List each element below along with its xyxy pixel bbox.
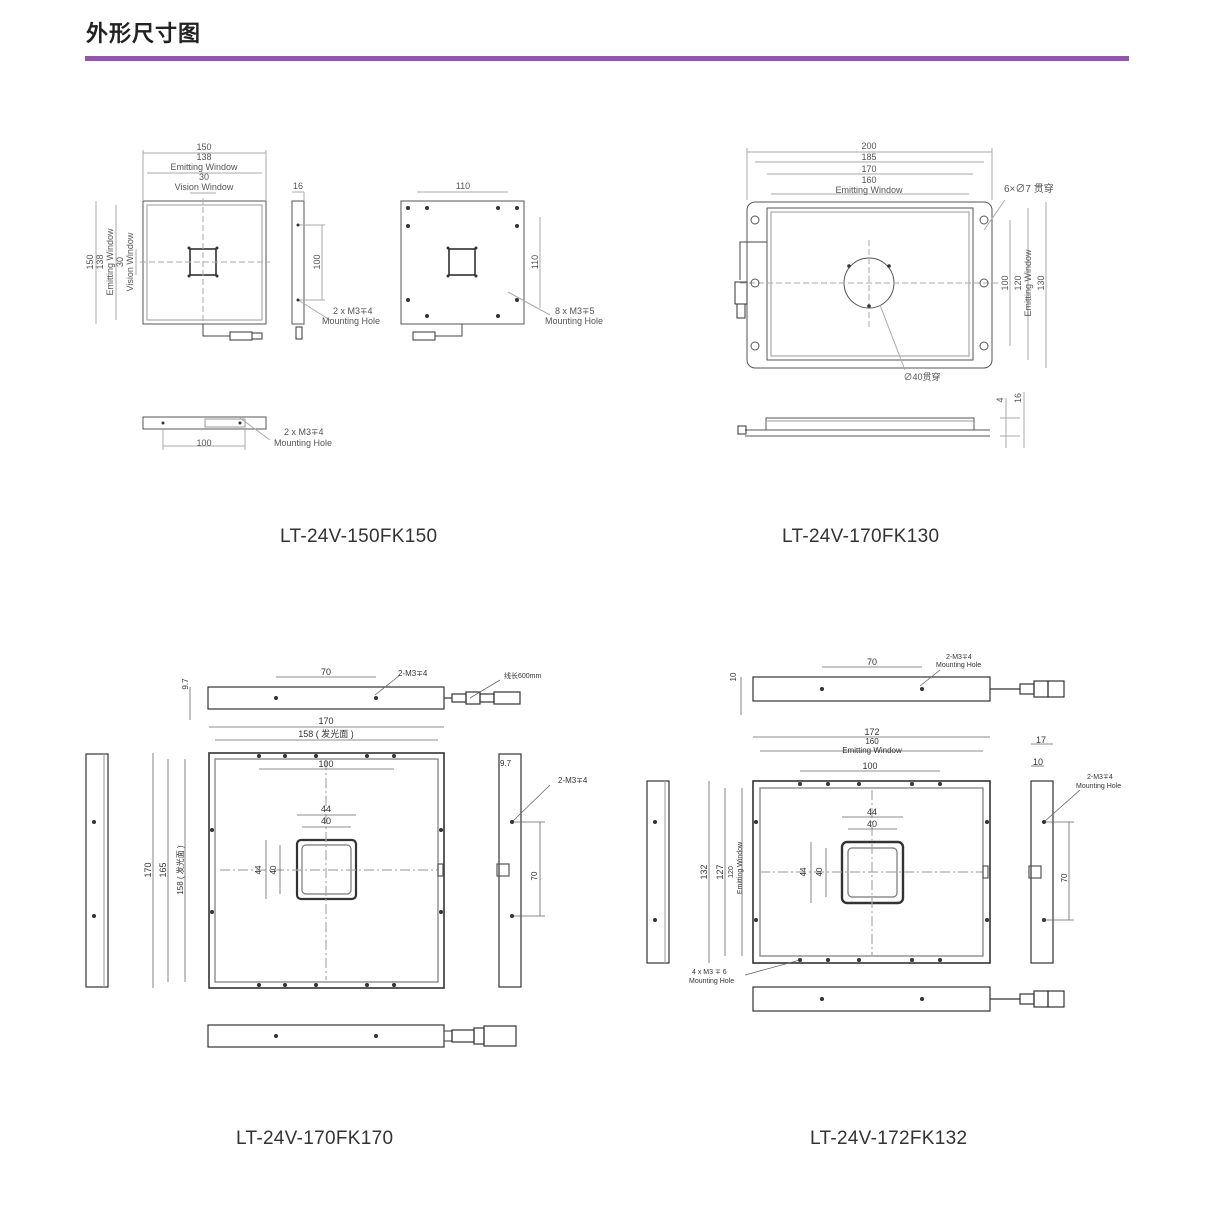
dim-h127: 127 (715, 864, 725, 879)
dim-44: 44 (321, 804, 331, 814)
dim-top-70: 70 (867, 657, 877, 667)
dim-r70: 70 (530, 871, 539, 880)
dim-h130: 130 (1036, 275, 1046, 290)
dim-100: 100 (862, 761, 877, 771)
dim-30-width: 30 (199, 172, 209, 182)
dim-h120: 120 (728, 866, 735, 878)
dim-h40: 40 (815, 867, 824, 876)
dim-emit-label: Emitting Window (842, 746, 902, 755)
dim-h132: 132 (699, 864, 709, 879)
dim-mount-right: Mounting Hole (1076, 783, 1121, 790)
dim-holes: 6×∅7 贯穿 (1004, 182, 1054, 195)
drawing-170fk170: 70 170 158 ( 发光面 ) 100 44 40 2-M3∓4 线长60… (85, 667, 588, 1048)
dim-100: 100 (318, 759, 333, 769)
dim-170: 170 (318, 716, 333, 726)
dim-r70: 70 (1060, 873, 1069, 882)
dim-160: 160 (861, 175, 876, 185)
dim-emit-vertical: Emitting Window (737, 841, 744, 894)
dim-emit-vertical: Emitting Window (1023, 249, 1033, 317)
drawing-172fk132: 70 172 160 Emitting Window 100 44 40 17 … (646, 654, 1121, 1012)
dim-rm3: 2-M3∓4 (558, 776, 588, 785)
model-caption: LT-24V-172FK132 (810, 1128, 968, 1149)
dim-h170: 170 (143, 862, 153, 877)
dim-44: 44 (867, 807, 877, 817)
dim-m3: 2-M3∓4 (946, 654, 972, 661)
dim-m3: 2-M3∓4 (398, 669, 428, 678)
dim-h44: 44 (254, 865, 263, 874)
dim-mount-c: Mounting Hole (274, 438, 332, 448)
dim-emit-vertical: Emitting Window (105, 228, 115, 296)
drawing-170fk130: 200 185 170 160 Emitting Window ∅40贯穿 6×… (734, 141, 1054, 448)
dim-holes4: 4 x M3 ∓ 6 (692, 969, 727, 976)
dim-h40: 40 (269, 865, 278, 874)
dim-mount-b: Mounting Hole (545, 316, 603, 326)
title-divider (85, 56, 1129, 61)
dim-t10: 10 (729, 672, 738, 681)
dim-172: 172 (864, 727, 879, 737)
dim-185: 185 (861, 152, 876, 162)
dim-emit-label: Emitting Window (170, 162, 238, 172)
dim-40: 40 (321, 816, 331, 826)
dim-138-height: 138 (95, 254, 105, 269)
dim-r10: 10 (1033, 757, 1043, 767)
page-title: 外形尺寸图 (86, 22, 202, 47)
dim-rm3: 2-M3∓4 (1087, 774, 1113, 781)
dim-40: 40 (867, 819, 877, 829)
dim-r17: 17 (1036, 735, 1046, 745)
dim-mount-bottom: Mounting Hole (689, 978, 734, 985)
dim-138-width: 138 (196, 152, 211, 162)
dim-top-70: 70 (321, 667, 331, 677)
dim-160: 160 (865, 737, 879, 746)
dim-t97: 9.7 (181, 678, 190, 690)
dim-cable: 线长600mm (504, 671, 542, 680)
dim-emit-label: Emitting Window (835, 185, 903, 195)
dim-200: 200 (861, 141, 876, 151)
dim-side-16: 16 (293, 181, 303, 191)
dim-back-110-vertical: 110 (530, 255, 540, 269)
dim-150-width: 150 (196, 142, 211, 152)
dim-30-height: 30 (115, 257, 125, 267)
dim-170: 170 (861, 164, 876, 174)
dim-holes-b: 8 x M3∓5 (555, 306, 595, 316)
dim-vision-vertical: Vision Window (125, 232, 135, 291)
dim-t16: 16 (1013, 393, 1023, 403)
dim-mount-a: Mounting Hole (322, 316, 380, 326)
dim-side-100: 100 (312, 254, 322, 269)
dim-h44: 44 (799, 867, 808, 876)
model-caption: LT-24V-150FK150 (280, 526, 438, 547)
dim-hole40: ∅40贯穿 (903, 371, 940, 382)
dim-r97: 9.7 (500, 759, 512, 768)
dim-158: 158 ( 发光面 ) (298, 728, 354, 739)
dim-h100: 100 (1000, 275, 1010, 290)
dim-mount-top: Mounting Hole (936, 662, 981, 669)
model-caption: LT-24V-170FK170 (236, 1128, 394, 1149)
dim-holes-c: 2 x M3∓4 (284, 427, 324, 437)
dim-vision-label: Vision Window (175, 182, 234, 192)
dim-bottom-100: 100 (196, 438, 211, 448)
dim-150-height: 150 (85, 254, 95, 269)
dim-h120: 120 (1013, 275, 1023, 290)
dim-back-110: 110 (456, 181, 470, 191)
dim-h165: 165 (158, 862, 168, 877)
drawing-150fk150: 150 138 Emitting Window 30 Vision Window… (85, 142, 603, 450)
dim-t4: 4 (995, 397, 1005, 402)
dim-h158: 158 ( 发光面 ) (175, 845, 185, 895)
model-caption: LT-24V-170FK130 (782, 526, 940, 547)
dim-holes-a: 2 x M3∓4 (333, 306, 373, 316)
